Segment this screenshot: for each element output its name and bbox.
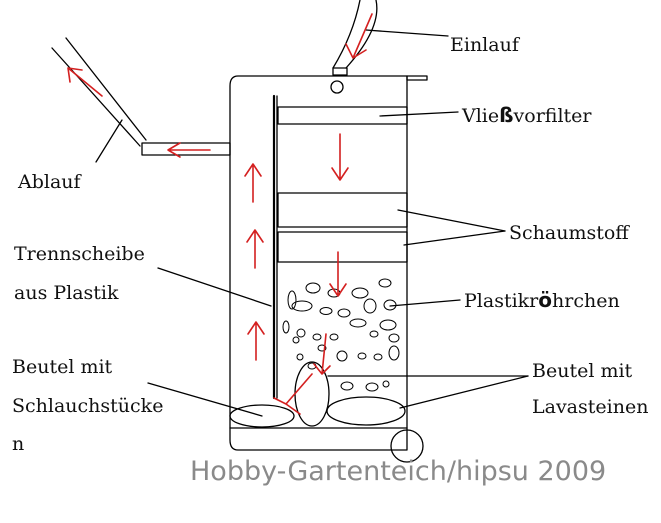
vlies-pointer — [379, 111, 459, 117]
inlet-nozzle — [330, 80, 344, 94]
foam-upper — [277, 192, 408, 228]
ablauf-hose — [51, 37, 147, 147]
plastic-tubes-bed — [282, 278, 400, 392]
flow-arrow-down-3 — [313, 333, 331, 375]
label-trennscheibe-line2: aus Plastik — [14, 282, 119, 304]
label-vlies-big: ß — [499, 103, 514, 127]
flow-arrow-down-1 — [331, 133, 349, 181]
flow-arrow-up-2 — [246, 229, 264, 269]
ablauf-pointer — [95, 119, 123, 163]
label-trennscheibe-line1: Trennscheibe — [14, 243, 145, 265]
drain-valve-circle — [390, 429, 424, 463]
flow-arrow-ablauf — [67, 67, 103, 97]
einlauf-pointer — [365, 29, 449, 37]
label-beutel-schlauch-line2: Schlauchstücke — [12, 395, 164, 417]
label-beutel-schlauch-line1: Beutel mit — [12, 356, 113, 378]
beutel-lava-pointer-2 — [399, 375, 529, 409]
filter-housing — [229, 75, 408, 451]
label-einlauf: Einlauf — [450, 34, 519, 56]
label-ablauf: Ablauf — [18, 171, 81, 193]
label-beutel-schlauch-line3: n — [12, 433, 25, 455]
flow-arrow-up-1 — [247, 321, 265, 361]
flow-arrows — [67, 13, 373, 415]
watermark: Hobby-Gartenteich/hipsu 2009 — [190, 456, 607, 487]
plastik-pointer — [389, 299, 461, 307]
flow-arrow-down-2 — [329, 251, 347, 297]
label-plastikroehrchen: Plastikröhrchen — [464, 290, 620, 311]
label-vliesvorfilter: Vließvorfilter — [462, 105, 591, 126]
outlet-pipe — [141, 142, 231, 156]
label-vlies-post: vorfilter — [513, 105, 592, 127]
housing-tab — [406, 75, 428, 81]
label-beutel-lava-line1: Beutel mit — [532, 360, 633, 382]
flow-arrow-outlet — [167, 142, 211, 158]
inlet-connector — [332, 67, 348, 76]
label-schaumstoff: Schaumstoff — [509, 222, 629, 244]
label-plastik-big: ö — [538, 288, 552, 312]
schaum-pointer-2 — [403, 230, 506, 246]
trenn-pointer — [157, 267, 272, 307]
bag-hose-pieces — [229, 404, 295, 428]
foam-lower — [277, 231, 408, 263]
bag-lava-stones — [326, 396, 406, 426]
beutel-sch-pointer — [147, 382, 263, 417]
flow-arrow-bottom — [273, 373, 313, 415]
flow-arrow-up-3 — [244, 163, 262, 203]
inlet-pipe — [332, 0, 378, 69]
flow-arrow-inlet — [345, 13, 373, 59]
label-plastik-pre: Plastikr — [464, 290, 539, 312]
schaum-pointer-1 — [397, 209, 506, 232]
fleece-prefilter — [277, 106, 408, 125]
label-beutel-lava-line2: Lavasteinen — [532, 396, 649, 418]
label-plastik-post: hrchen — [552, 290, 620, 312]
label-vlies-pre: Vlie — [462, 105, 500, 127]
